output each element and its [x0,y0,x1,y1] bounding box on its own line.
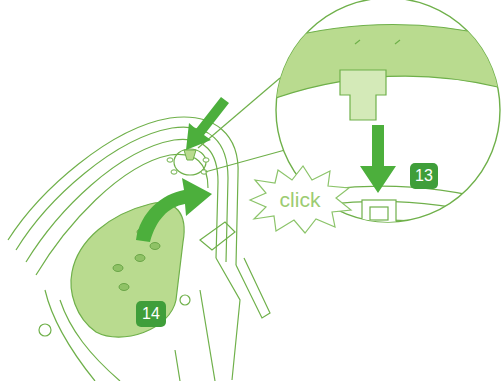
sound-label: click [262,188,338,212]
sound-burst [250,166,351,233]
push-arrow [186,97,229,150]
callout-number: 13 [410,163,438,189]
stroller-frame [8,117,270,381]
callout-number: 14 [136,301,166,327]
seat-cover [71,203,184,337]
small-clip [184,150,196,160]
curved-arrow [136,178,212,242]
